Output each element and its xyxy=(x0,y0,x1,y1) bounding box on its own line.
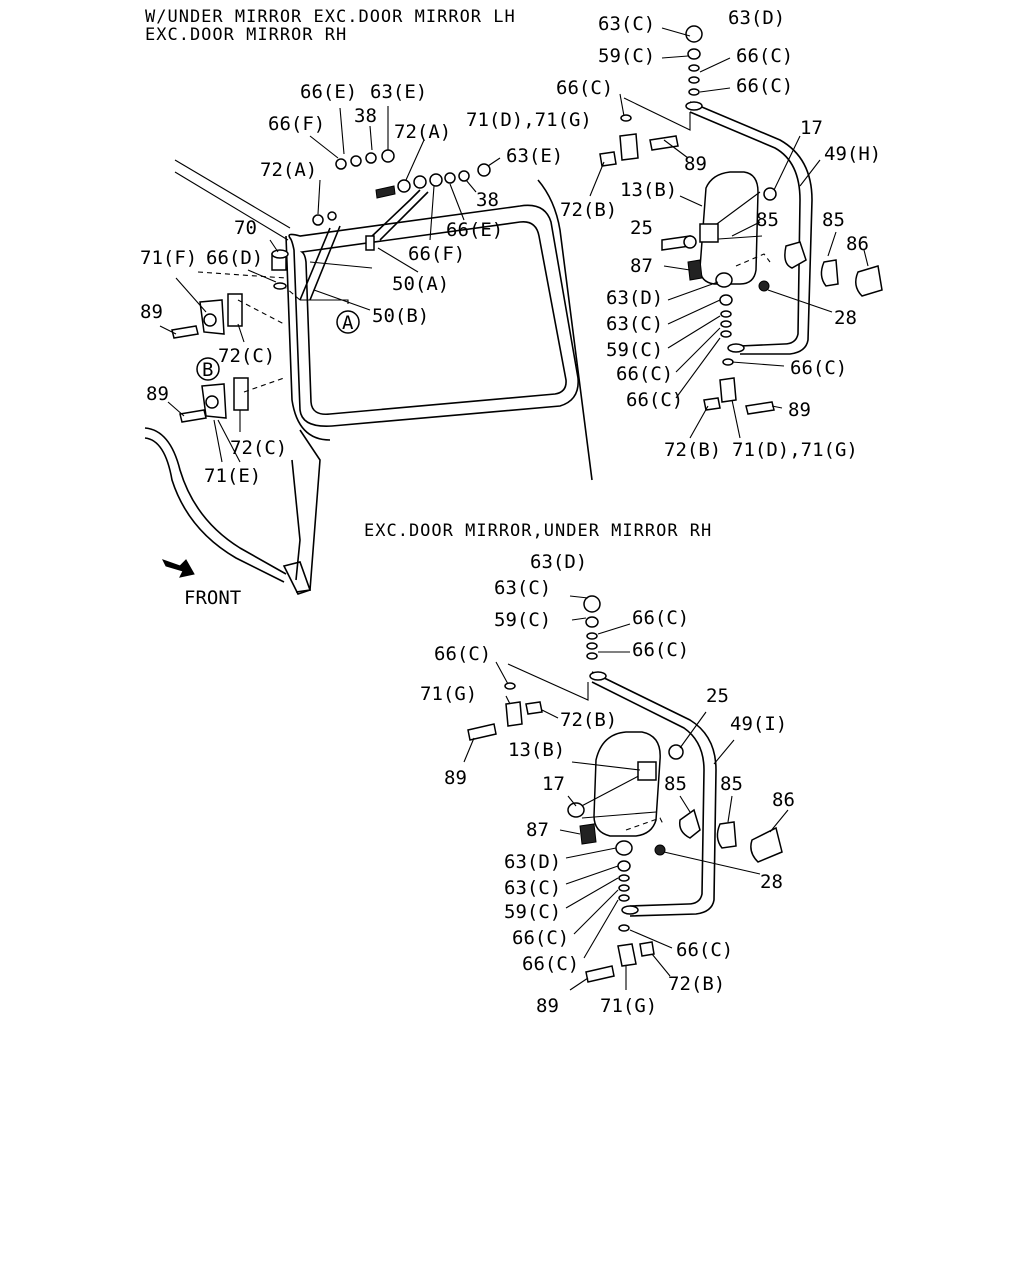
upper-callouts: 63(C) 63(D) 59(C) 66(C) 66(C) 66(C) 66(E… xyxy=(140,7,881,487)
callout-label: 66(E) xyxy=(446,219,503,241)
callout-label: 71(G) xyxy=(420,683,477,705)
callout-label: 66(C) xyxy=(790,357,847,379)
callout-label: 66(D) xyxy=(206,247,263,269)
callout-label: 63(D) xyxy=(728,7,785,29)
callout-label: 66(C) xyxy=(434,643,491,665)
callout-label: 66(C) xyxy=(556,77,613,99)
callout-label: 25 xyxy=(630,217,653,239)
callout-label: 38 xyxy=(354,105,377,127)
callout-label: 63(C) xyxy=(598,13,655,35)
callout-label: 63(E) xyxy=(506,145,563,167)
lh-mirror-stay xyxy=(171,149,491,423)
callout-label: 71(E) xyxy=(204,465,261,487)
callout-label: 66(E) xyxy=(300,81,357,103)
callout-label: 66(C) xyxy=(736,45,793,67)
callout-label: 71(F) xyxy=(140,247,197,269)
callout-label: 17 xyxy=(800,117,823,139)
marker-a: A xyxy=(342,312,354,334)
callout-label: 66(C) xyxy=(632,607,689,629)
callout-label: 89 xyxy=(140,301,163,323)
callout-label: 66(C) xyxy=(616,363,673,385)
callout-label: 85 xyxy=(720,773,743,795)
callout-label: 13(B) xyxy=(508,739,565,761)
lower-callouts: 63(D) 63(C) 59(C) 66(C) 66(C) 66(C) 71(G… xyxy=(420,551,795,1017)
callout-label: 72(C) xyxy=(230,437,287,459)
callout-label: 72(B) xyxy=(560,709,617,731)
callout-label: 85 xyxy=(664,773,687,795)
callout-label: 89 xyxy=(444,767,467,789)
header-lh-line2: EXC.DOOR MIRROR RH xyxy=(145,25,347,45)
callout-label: 13(B) xyxy=(620,179,677,201)
marker-b-circle xyxy=(196,357,220,381)
callout-label: 66(F) xyxy=(268,113,325,135)
callout-label: 89 xyxy=(788,399,811,421)
callout-label: 63(C) xyxy=(494,577,551,599)
callout-label: 72(A) xyxy=(260,159,317,181)
header-lh-line1: W/UNDER MIRROR EXC.DOOR MIRROR LH xyxy=(145,7,516,27)
callout-label: 71(G) xyxy=(600,995,657,1017)
callout-label: 28 xyxy=(834,307,857,329)
front-arrow-icon xyxy=(161,559,195,578)
callout-label: 63(D) xyxy=(530,551,587,573)
callout-label: 72(A) xyxy=(394,121,451,143)
upper-mirror-assembly xyxy=(599,25,883,415)
callout-label: 66(C) xyxy=(512,927,569,949)
marker-a-circle xyxy=(336,310,360,334)
callout-label: 63(C) xyxy=(606,313,663,335)
callout-label: 63(E) xyxy=(370,81,427,103)
callout-label: 63(C) xyxy=(504,877,561,899)
callout-label: 59(C) xyxy=(494,609,551,631)
callout-label: 72(B) xyxy=(668,973,725,995)
callout-label: 59(C) xyxy=(504,901,561,923)
callout-label: 86 xyxy=(846,233,869,255)
callout-label: 66(C) xyxy=(676,939,733,961)
callout-label: 66(F) xyxy=(408,243,465,265)
header-rh: EXC.DOOR MIRROR,UNDER MIRROR RH xyxy=(364,521,712,541)
callout-label: 49(I) xyxy=(730,713,787,735)
callout-label: 66(C) xyxy=(522,953,579,975)
callout-label: 28 xyxy=(760,871,783,893)
callout-label: 89 xyxy=(536,995,559,1017)
callout-label: 50(B) xyxy=(372,305,429,327)
callout-label: 59(C) xyxy=(598,45,655,67)
callout-label: 38 xyxy=(476,189,499,211)
callout-label: 66(C) xyxy=(632,639,689,661)
callout-label: 85 xyxy=(756,209,779,231)
callout-label: 49(H) xyxy=(824,143,881,165)
callout-label: 87 xyxy=(630,255,653,277)
callout-label: 59(C) xyxy=(606,339,663,361)
callout-label: 89 xyxy=(146,383,169,405)
callout-label: 72(C) xyxy=(218,345,275,367)
lower-mirror-assembly xyxy=(467,595,783,983)
callout-label: 70 xyxy=(234,217,257,239)
cab-body-outline xyxy=(144,159,593,595)
callout-label: 71(D),71(G) xyxy=(732,439,858,461)
callout-label: 66(C) xyxy=(736,75,793,97)
callout-label: 63(D) xyxy=(606,287,663,309)
callout-label: 86 xyxy=(772,789,795,811)
callout-label: 50(A) xyxy=(392,273,449,295)
callout-label: 72(B) xyxy=(560,199,617,221)
callout-label: 66(C) xyxy=(626,389,683,411)
callout-label: 17 xyxy=(542,773,565,795)
callout-label: 85 xyxy=(822,209,845,231)
leader-lines xyxy=(159,27,869,991)
callout-label: 71(D),71(G) xyxy=(466,109,592,131)
callout-label: 63(D) xyxy=(504,851,561,873)
callout-label: 25 xyxy=(706,685,729,707)
front-label: FRONT xyxy=(184,587,241,609)
marker-b: B xyxy=(202,359,213,381)
callout-label: 87 xyxy=(526,819,549,841)
callout-label: 72(B) xyxy=(664,439,721,461)
callout-label: 89 xyxy=(684,153,707,175)
